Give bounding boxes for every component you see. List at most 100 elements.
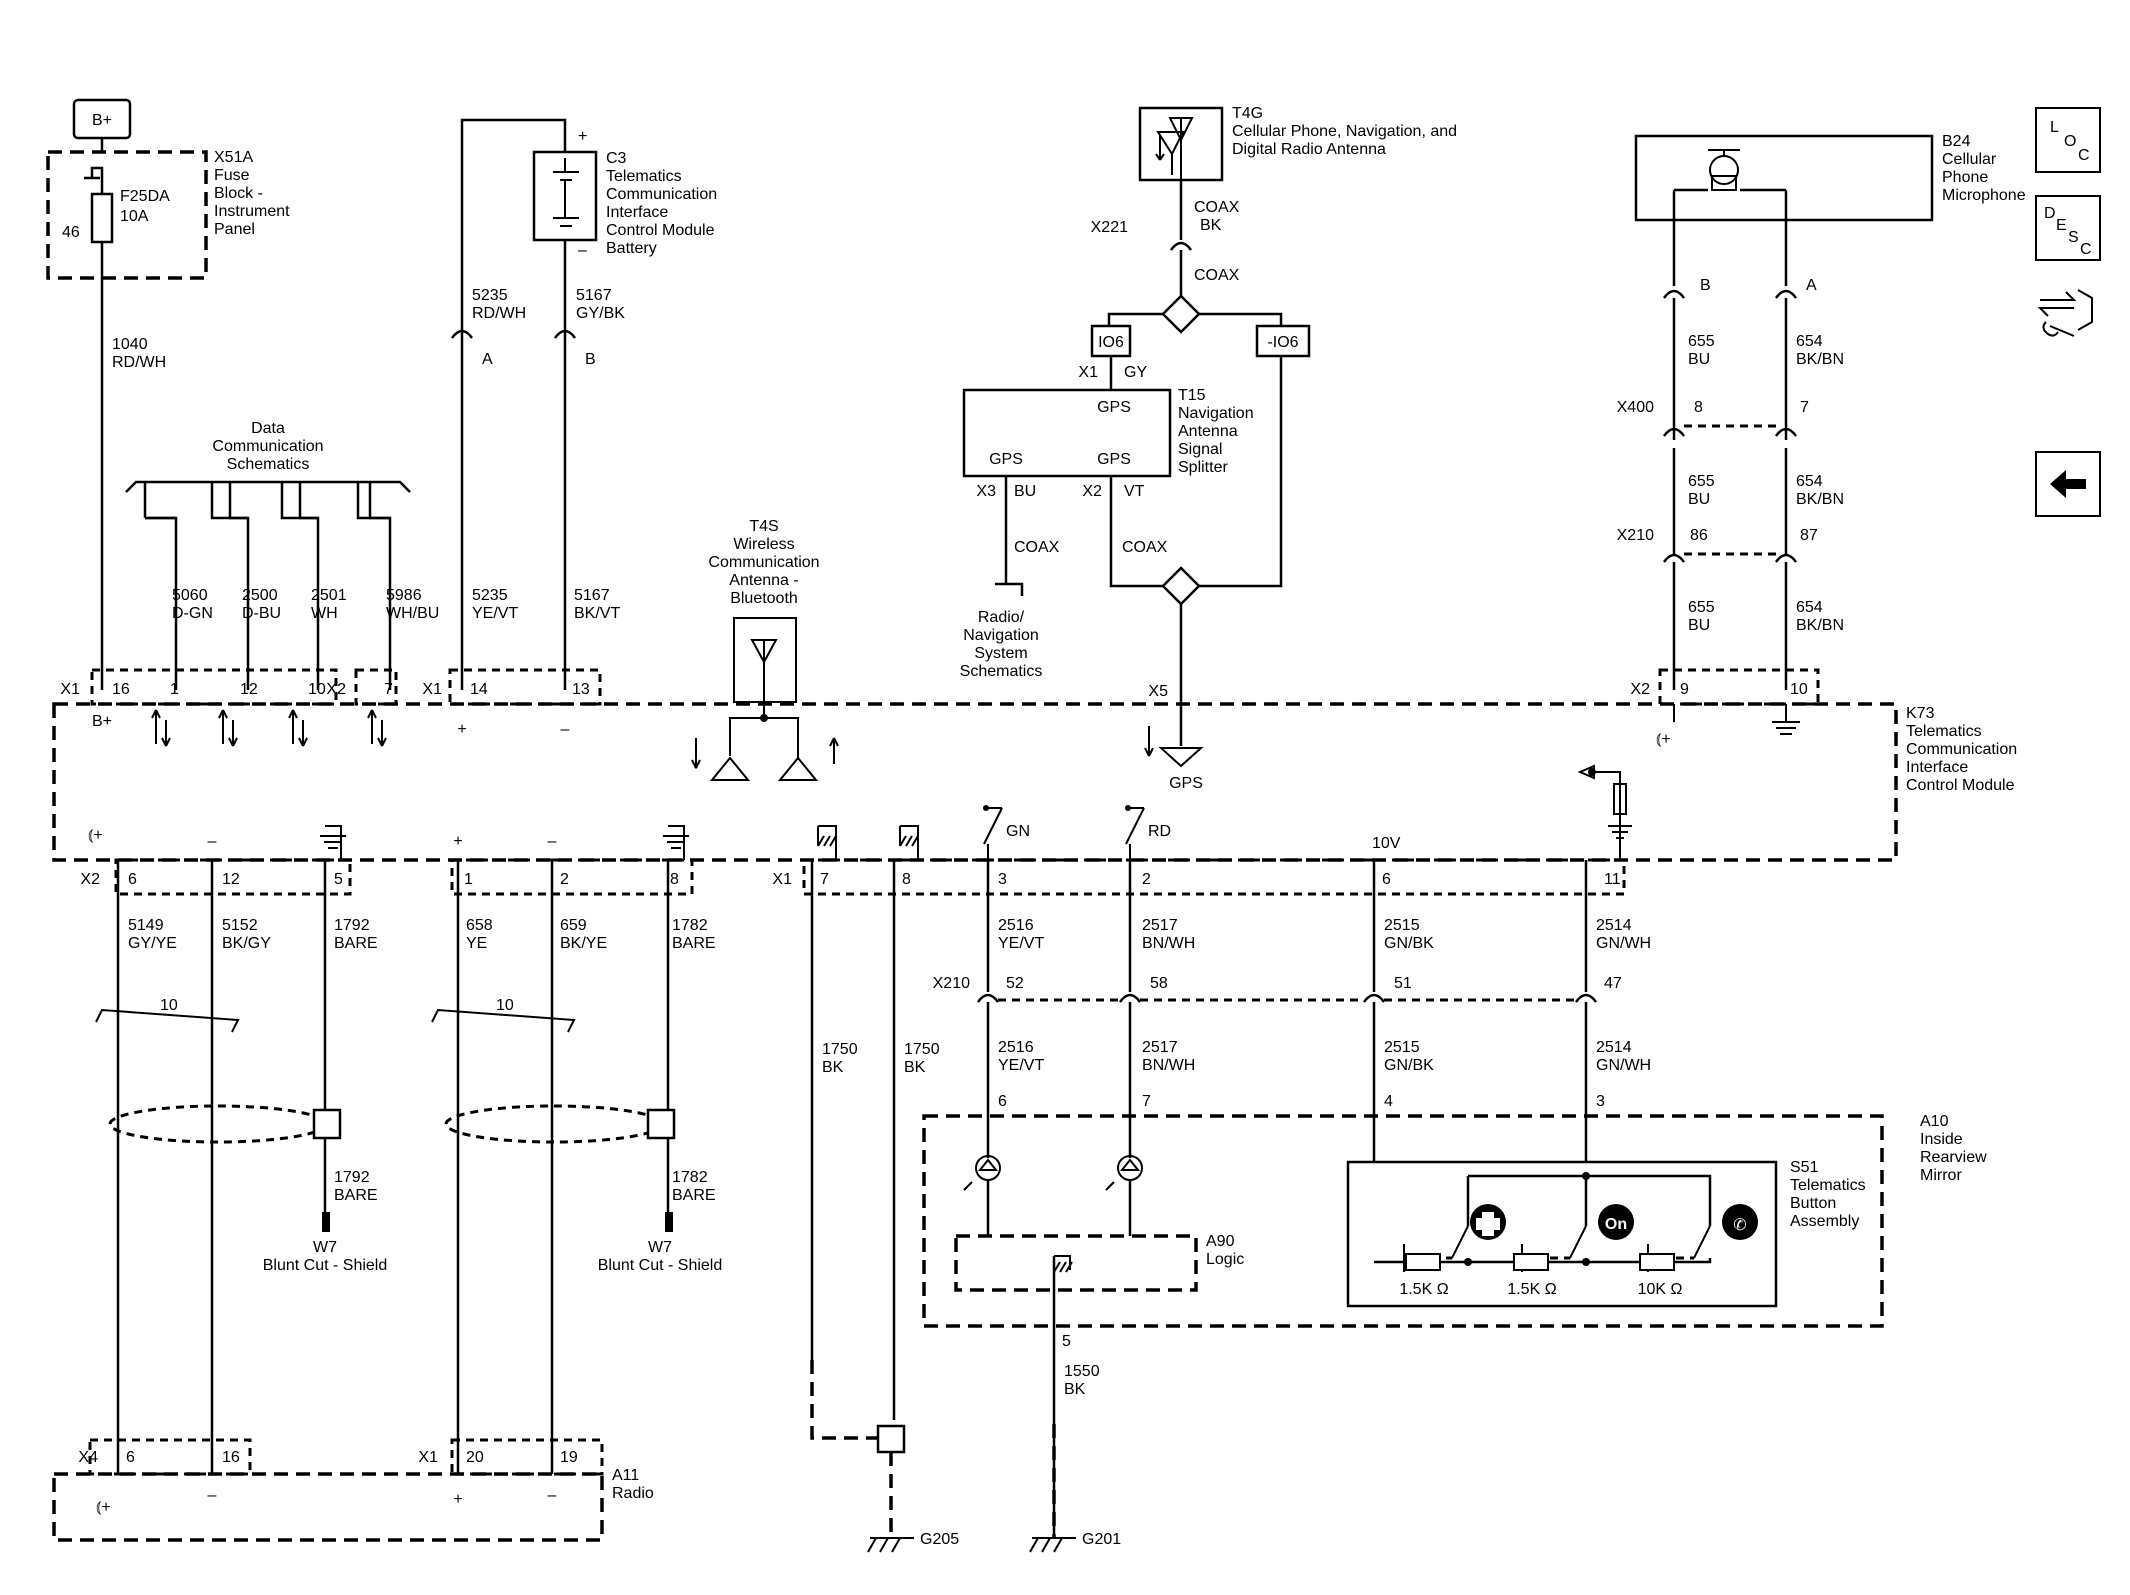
led-switch-rd [1125, 807, 1145, 860]
splitter-bu: BU [1014, 483, 1036, 500]
twist-count-2: 10 [496, 997, 514, 1014]
phone-button-icon[interactable] [1722, 1204, 1758, 1240]
t4s-name-2: Wireless [733, 536, 794, 553]
shield-drain-1 [312, 1108, 342, 1140]
radio-name-2: Radio [612, 1485, 654, 1502]
splitter-name-4: Signal [1178, 441, 1222, 458]
wire-2516b-num: 2516 [998, 1039, 1034, 1056]
battery-name-4: Interface [606, 204, 668, 221]
wire-1750b-color: BK [904, 1059, 926, 1076]
ground-g201 [1029, 1537, 1076, 1553]
wire-1750 [810, 860, 896, 1420]
battery-minus: – [578, 242, 587, 259]
data-comm-label-2: Communication [212, 438, 323, 455]
splitter-io6 [1090, 324, 1132, 358]
telematics-button-assembly-s51 [1346, 1160, 1778, 1308]
battery-pin-b: B [585, 351, 596, 368]
splitter-name-3: Antenna [1178, 423, 1238, 440]
a10-name: A10 [1920, 1113, 1949, 1130]
description-button[interactable] [2035, 195, 2101, 261]
x210b-pin-47: 47 [1604, 975, 1622, 992]
onstar-button-icon[interactable] [1598, 1204, 1634, 1240]
wire-655b-color: BU [1688, 491, 1710, 508]
x210-pin-86: 86 [1690, 527, 1708, 544]
wire-659-color: BK/YE [560, 935, 607, 952]
x210b-pin-52: 52 [1006, 975, 1024, 992]
splitter-gps-out2: GPS [1097, 451, 1131, 468]
fuse-block-name-3: Block - [214, 185, 263, 202]
shield1-wire-num: 1792 [334, 1169, 370, 1186]
module-feedback-resistor [1577, 764, 1632, 860]
wire-2515-color: GN/BK [1384, 935, 1434, 952]
pin-13: 13 [572, 681, 590, 698]
splitter-x2: X2 [1082, 483, 1102, 500]
wire-2516-color: YE/VT [998, 935, 1044, 952]
splitter-vt: VT [1124, 483, 1145, 500]
wire-5060-num: 5060 [172, 587, 208, 604]
wire-5235-color: RD/WH [472, 305, 526, 322]
telematics-module-k73 [52, 702, 1898, 862]
radio-x4: X4 [78, 1449, 98, 1466]
wire-2500-num: 2500 [242, 587, 278, 604]
t4s-name-5: Bluetooth [730, 590, 798, 607]
wire-5167-color: GY/BK [576, 305, 625, 322]
battery-plus: + [578, 128, 587, 145]
mirror-pin-6: 6 [998, 1093, 1007, 1110]
rd-label: RD [1148, 823, 1171, 840]
fuse-block-name-5: Panel [214, 221, 255, 238]
shield2-wire-num: 1782 [672, 1169, 708, 1186]
s51-name-4: Assembly [1790, 1213, 1859, 1230]
wire-1040-num: 1040 [112, 336, 148, 353]
x400-pin-7: 7 [1800, 399, 1809, 416]
x221-label: X221 [1091, 219, 1128, 236]
s51-name-3: Button [1790, 1195, 1836, 1212]
pin-16: 16 [112, 681, 130, 698]
x210b-label: X210 [933, 975, 970, 992]
shield-drain-2 [646, 1108, 676, 1140]
shield-ellipse-2 [444, 1104, 664, 1144]
a10-name-2: Inside [1920, 1131, 1963, 1148]
wire-658-color: YE [466, 935, 487, 952]
battery-pin-a: A [482, 351, 493, 368]
io6-label: IO6 [1098, 334, 1124, 351]
splitter-name: T15 [1178, 387, 1206, 404]
wire-5149-num: 5149 [128, 917, 164, 934]
radio-pin-20: 20 [466, 1449, 484, 1466]
nio6-label: -IO6 [1267, 334, 1298, 351]
connector-wrench-icon[interactable] [2037, 289, 2093, 337]
resistor-2 [1513, 1253, 1549, 1271]
twist-marker-1 [95, 1008, 240, 1033]
cellular-microphone-b24 [1634, 134, 1934, 222]
wire-655b-num: 655 [1688, 473, 1715, 490]
shield2-w7-desc: Blunt Cut - Shield [598, 1257, 723, 1274]
g201-pin: 5 [1062, 1333, 1071, 1350]
radio-schematics-ref-4: Schematics [960, 663, 1043, 680]
fuse-block-x51a [46, 150, 208, 280]
audio-plus-2: + [453, 833, 462, 850]
x210-pin-87: 87 [1800, 527, 1818, 544]
pin-9: 9 [1680, 681, 1689, 698]
fuse-pin: 46 [62, 224, 80, 241]
wire-1792-color: BARE [334, 935, 378, 952]
x400-pin-8: 8 [1694, 399, 1703, 416]
wire-654-num: 654 [1796, 333, 1823, 350]
wire-2514-color: GN/WH [1596, 935, 1651, 952]
k73-name-2: Telematics [1906, 723, 1982, 740]
wire-5167b-num: 5167 [574, 587, 610, 604]
wire-655c-num: 655 [1688, 599, 1715, 616]
k73-name: K73 [1906, 705, 1935, 722]
wire-5235b-color: YE/VT [472, 605, 518, 622]
audio-minus-1: – [208, 833, 217, 850]
fuse-id: F25DA [120, 188, 170, 205]
pin-x2: X2 [326, 681, 346, 698]
audio-minus-2: – [548, 833, 557, 850]
twist-count-1: 10 [160, 997, 178, 1014]
gps-label: GPS [1169, 775, 1203, 792]
wire-655c-color: BU [1688, 617, 1710, 634]
location-button[interactable] [2035, 107, 2101, 173]
coax-label-2: COAX [1014, 539, 1060, 556]
bpin-2b: 2 [1142, 871, 1151, 888]
resistor-3-value: 10K Ω [1638, 1281, 1683, 1298]
wire-659-num: 659 [560, 917, 587, 934]
t4s-name-3: Communication [708, 554, 819, 571]
